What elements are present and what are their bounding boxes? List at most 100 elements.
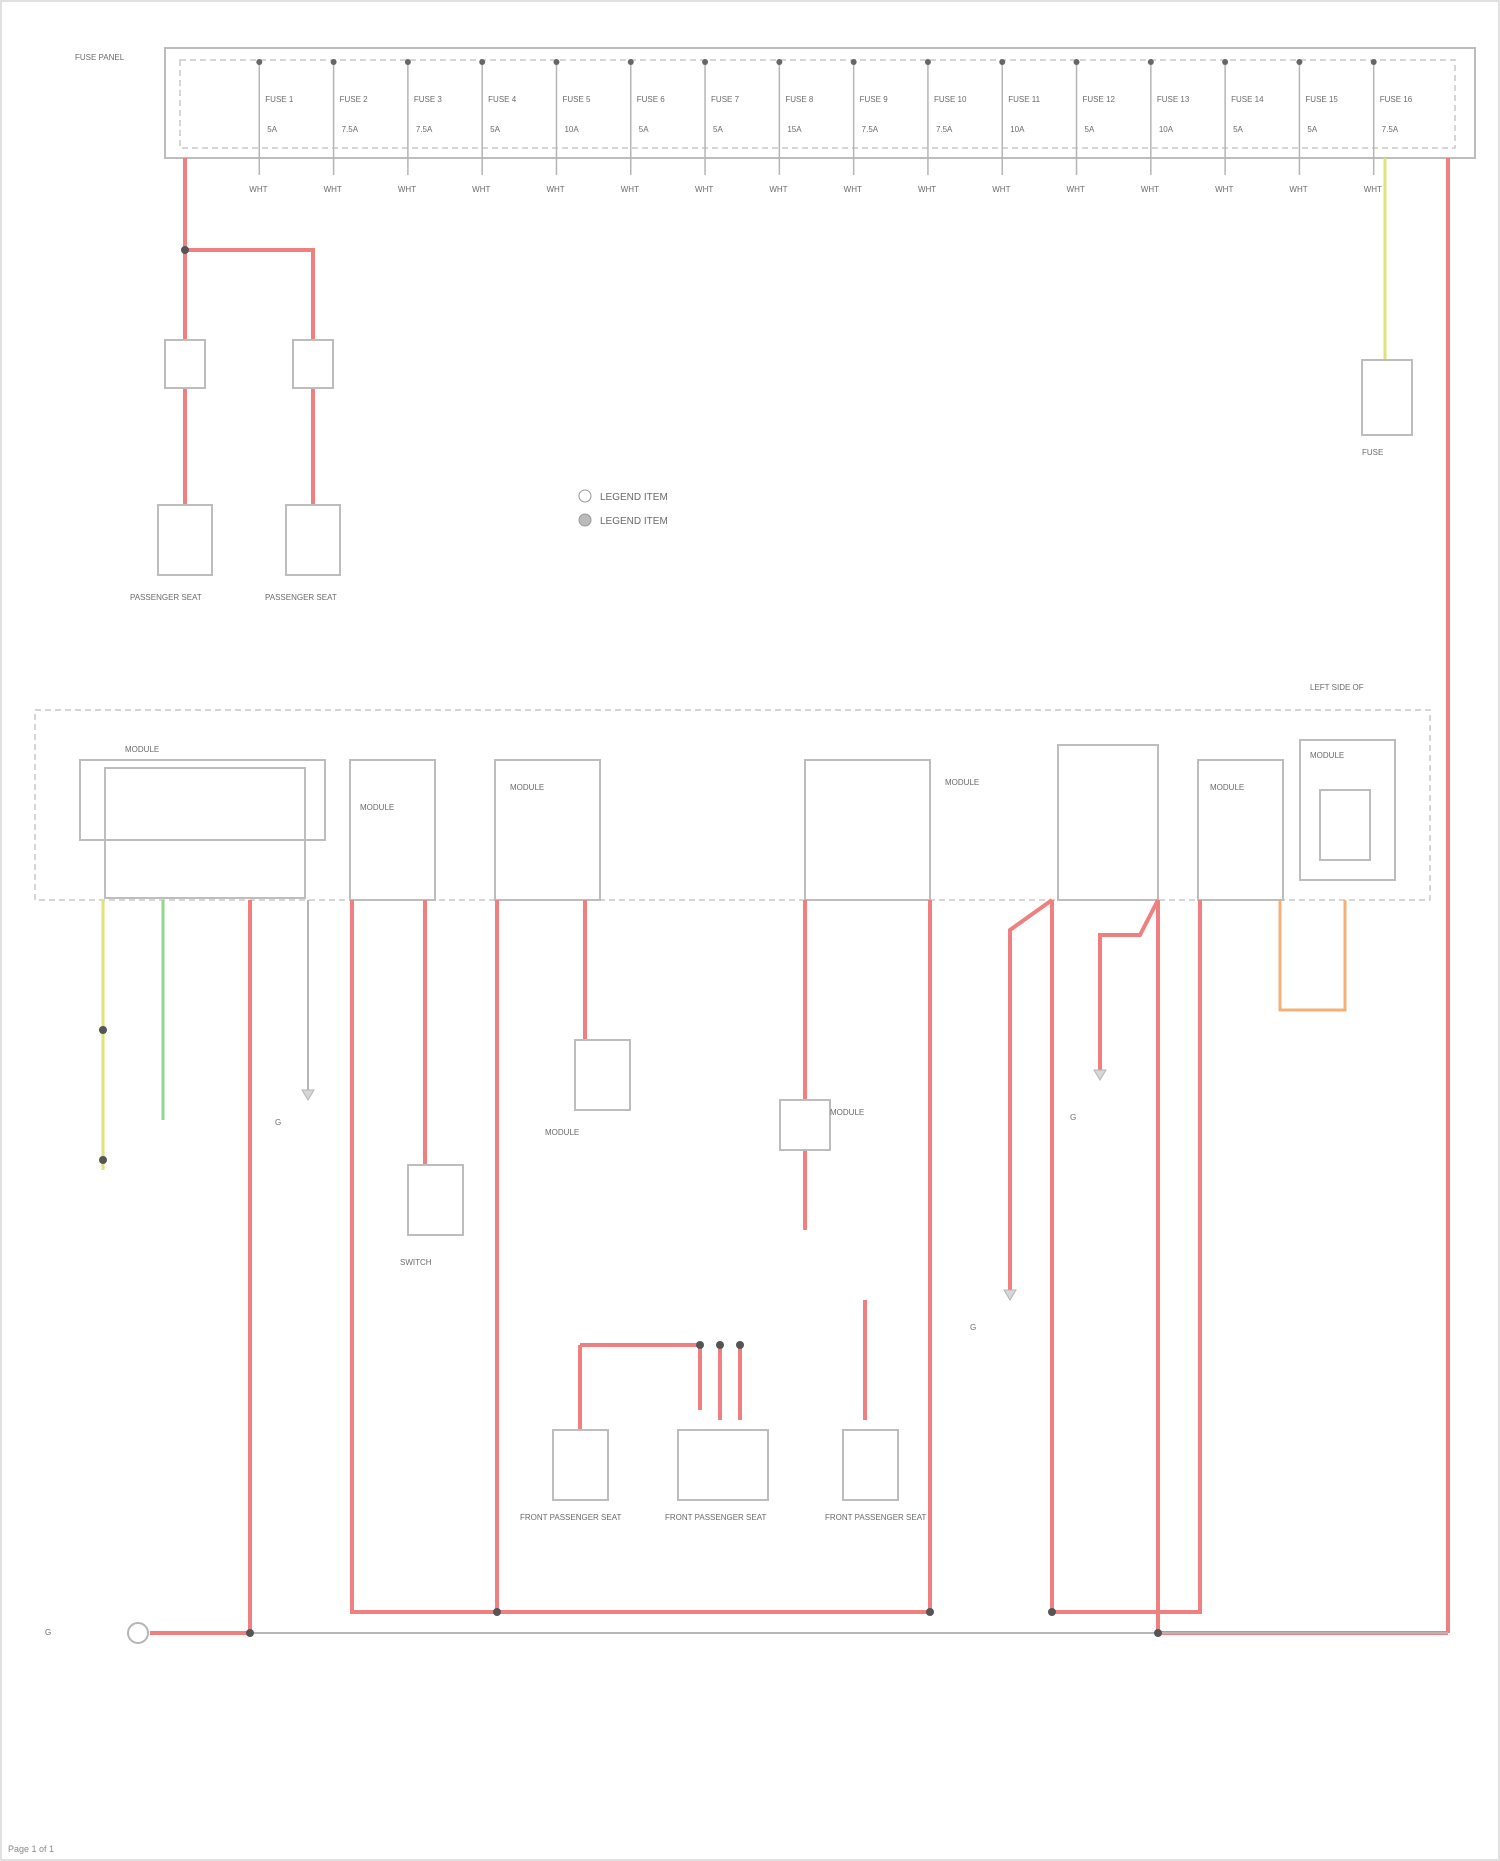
fuse-column: FUSE 12 5A WHT bbox=[1067, 59, 1116, 194]
fuse-node bbox=[1371, 59, 1377, 65]
module-panel: LEFT SIDE OF MODULE MODULE MODULE MODULE… bbox=[35, 683, 1430, 900]
ground-label-2: G bbox=[275, 1118, 281, 1127]
left-wiring: PASSENGER SEAT PASSENGER SEAT bbox=[130, 158, 340, 602]
fuse-label: FUSE 14 bbox=[1231, 95, 1264, 104]
fuse-wire-label: WHT bbox=[1067, 185, 1085, 194]
fuse-rating: 5A bbox=[490, 125, 500, 134]
fuse-label: FUSE 15 bbox=[1305, 95, 1338, 104]
fuse-label: FUSE 12 bbox=[1083, 95, 1116, 104]
fuse-wire-label: WHT bbox=[324, 185, 342, 194]
bottom-component-6: FRONT PASSENGER SEAT bbox=[825, 1513, 926, 1522]
module-3-label: MODULE bbox=[510, 783, 544, 792]
fuse-rating: 7.5A bbox=[1382, 125, 1399, 134]
legend-item-1: LEGEND ITEM bbox=[600, 492, 668, 503]
lower-wiring: SWITCH MODULE MODULE FRONT PASSENGER SEA… bbox=[45, 900, 1448, 1643]
module-4-label: MODULE bbox=[945, 778, 979, 787]
fuse-column: FUSE 7 5A WHT bbox=[695, 59, 740, 194]
fuse-column: FUSE 4 5A WHT bbox=[472, 59, 517, 194]
fuse-rating: 15A bbox=[787, 125, 802, 134]
fuse-wire-label: WHT bbox=[472, 185, 490, 194]
fuse-node bbox=[925, 59, 931, 65]
fuse-label: FUSE 8 bbox=[785, 95, 814, 104]
fuse-node bbox=[999, 59, 1005, 65]
fuse-rating: 5A bbox=[1233, 125, 1243, 134]
bottom-component-1: SWITCH bbox=[400, 1258, 432, 1267]
fuse-node bbox=[628, 59, 634, 65]
fuse-label: FUSE 10 bbox=[934, 95, 967, 104]
bottom-component-3: MODULE bbox=[830, 1108, 864, 1117]
fuse-node bbox=[331, 59, 337, 65]
fuse-rating: 5A bbox=[1085, 125, 1095, 134]
fuse-node bbox=[479, 59, 485, 65]
fuse-wire-label: WHT bbox=[1215, 185, 1233, 194]
fuse-node bbox=[553, 59, 559, 65]
fuse-label: FUSE 13 bbox=[1157, 95, 1190, 104]
fuse-node bbox=[1296, 59, 1302, 65]
fuse-column: FUSE 11 10A WHT bbox=[992, 59, 1040, 194]
fuse-node bbox=[776, 59, 782, 65]
fuse-rating: 5A bbox=[639, 125, 649, 134]
fuse-wire-label: WHT bbox=[398, 185, 416, 194]
bottom-component-4: FRONT PASSENGER SEAT bbox=[520, 1513, 621, 1522]
bottom-component-5: FRONT PASSENGER SEAT bbox=[665, 1513, 766, 1522]
fuse-rating: 7.5A bbox=[416, 125, 433, 134]
fuse-rating: 5A bbox=[713, 125, 723, 134]
fuse-node bbox=[702, 59, 708, 65]
right-component: FUSE bbox=[1362, 448, 1383, 457]
fuse-wire-label: WHT bbox=[249, 185, 267, 194]
fuse-column: FUSE 13 10A WHT bbox=[1141, 59, 1190, 194]
fuse-column: FUSE 14 5A WHT bbox=[1215, 59, 1264, 194]
module-1-label: MODULE bbox=[125, 745, 159, 754]
fuse-wire-label: WHT bbox=[1364, 185, 1382, 194]
fuse-label: FUSE 3 bbox=[414, 95, 443, 104]
fuse-rating: 7.5A bbox=[862, 125, 879, 134]
module-5-label: MODULE bbox=[1210, 783, 1244, 792]
fuse-rating: 7.5A bbox=[936, 125, 953, 134]
ground-label-3: G bbox=[970, 1323, 976, 1332]
fuse-label: FUSE 11 bbox=[1008, 95, 1040, 104]
right-wiring: FUSE bbox=[1362, 158, 1448, 1633]
fuse-column: FUSE 9 7.5A WHT bbox=[844, 59, 889, 194]
fuse-node bbox=[256, 59, 262, 65]
fuse-rating: 10A bbox=[1010, 125, 1025, 134]
fuse-rating: 10A bbox=[564, 125, 579, 134]
fuse-column: FUSE 8 15A WHT bbox=[769, 59, 814, 194]
legend: LEGEND ITEM LEGEND ITEM bbox=[579, 490, 668, 527]
legend-item-2: LEGEND ITEM bbox=[600, 516, 668, 527]
ground-label-4: G bbox=[1070, 1113, 1076, 1122]
fuse-column: FUSE 5 10A WHT bbox=[546, 59, 591, 194]
fuse-wire-label: WHT bbox=[918, 185, 936, 194]
fuse-label: FUSE 7 bbox=[711, 95, 740, 104]
fuse-column: FUSE 3 7.5A WHT bbox=[398, 59, 443, 194]
fuse-column: FUSE 10 7.5A WHT bbox=[918, 59, 967, 194]
fuse-rating: 7.5A bbox=[342, 125, 359, 134]
fuse-wire-label: WHT bbox=[695, 185, 713, 194]
fuse-node bbox=[1222, 59, 1228, 65]
fuse-wire-label: WHT bbox=[992, 185, 1010, 194]
ground-label-1: G bbox=[45, 1628, 51, 1637]
bottom-component-2: MODULE bbox=[545, 1128, 579, 1137]
left-component-1: PASSENGER SEAT bbox=[130, 593, 202, 602]
fuse-wire-label: WHT bbox=[546, 185, 564, 194]
fuse-label: FUSE 4 bbox=[488, 95, 517, 104]
fuse-label: FUSE 5 bbox=[562, 95, 591, 104]
page-footer: Page 1 of 1 bbox=[8, 1844, 54, 1854]
fuse-rating: 10A bbox=[1159, 125, 1174, 134]
fuse-wire-label: WHT bbox=[844, 185, 862, 194]
panel-label: LEFT SIDE OF bbox=[1310, 683, 1364, 692]
fuse-wire-label: WHT bbox=[1141, 185, 1159, 194]
fuse-rating: 5A bbox=[1307, 125, 1317, 134]
fuse-node bbox=[851, 59, 857, 65]
fuse-label: FUSE 1 bbox=[265, 95, 294, 104]
fuse-label: FUSE 9 bbox=[860, 95, 889, 104]
module-2-label: MODULE bbox=[360, 803, 394, 812]
fuse-wire-label: WHT bbox=[1289, 185, 1307, 194]
fuse-wire-label: WHT bbox=[769, 185, 787, 194]
left-component-2: PASSENGER SEAT bbox=[265, 593, 337, 602]
